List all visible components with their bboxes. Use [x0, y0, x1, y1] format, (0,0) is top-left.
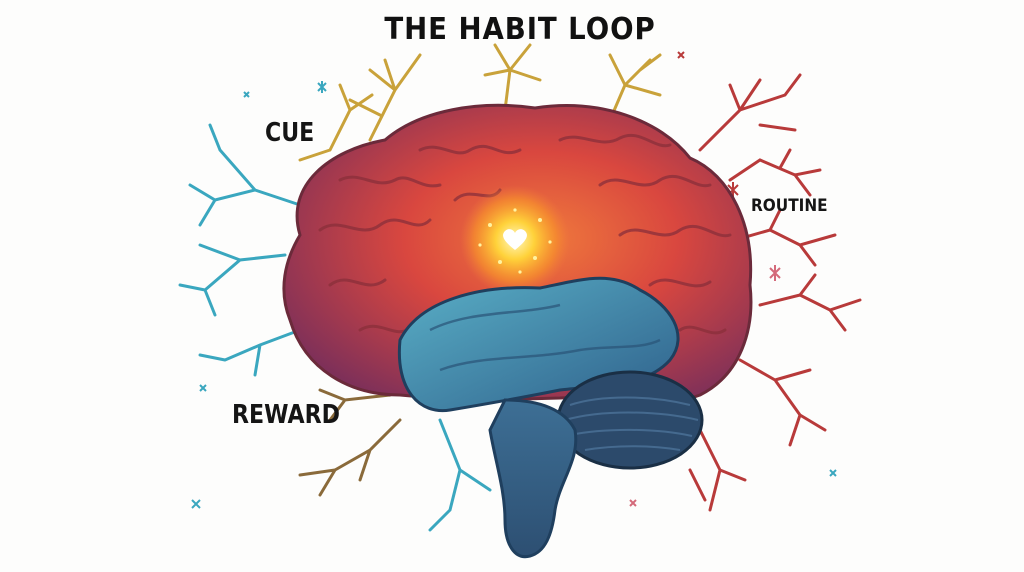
- temporal-lobe-folds: [429, 303, 661, 372]
- brainstem: [488, 398, 578, 559]
- routine-label: ROUTINE: [751, 196, 828, 216]
- cue-label: CUE: [265, 118, 315, 148]
- reward-label: REWARD: [232, 400, 340, 430]
- reward-neuron-branches: [298, 378, 402, 497]
- cerebellum: [556, 370, 704, 470]
- routine-neuron-branches: [688, 73, 862, 512]
- cue-neuron-branches: [298, 43, 662, 162]
- sparkle-decorations: [191, 51, 837, 509]
- teal-neuron-branches: [178, 123, 492, 532]
- glow-sparkles: [478, 208, 552, 274]
- heart-icon: [503, 229, 527, 250]
- diagram-title: THE HABIT LOOP: [384, 12, 656, 47]
- cortex-folds: [318, 133, 732, 335]
- cerebellum-lines: [564, 396, 699, 451]
